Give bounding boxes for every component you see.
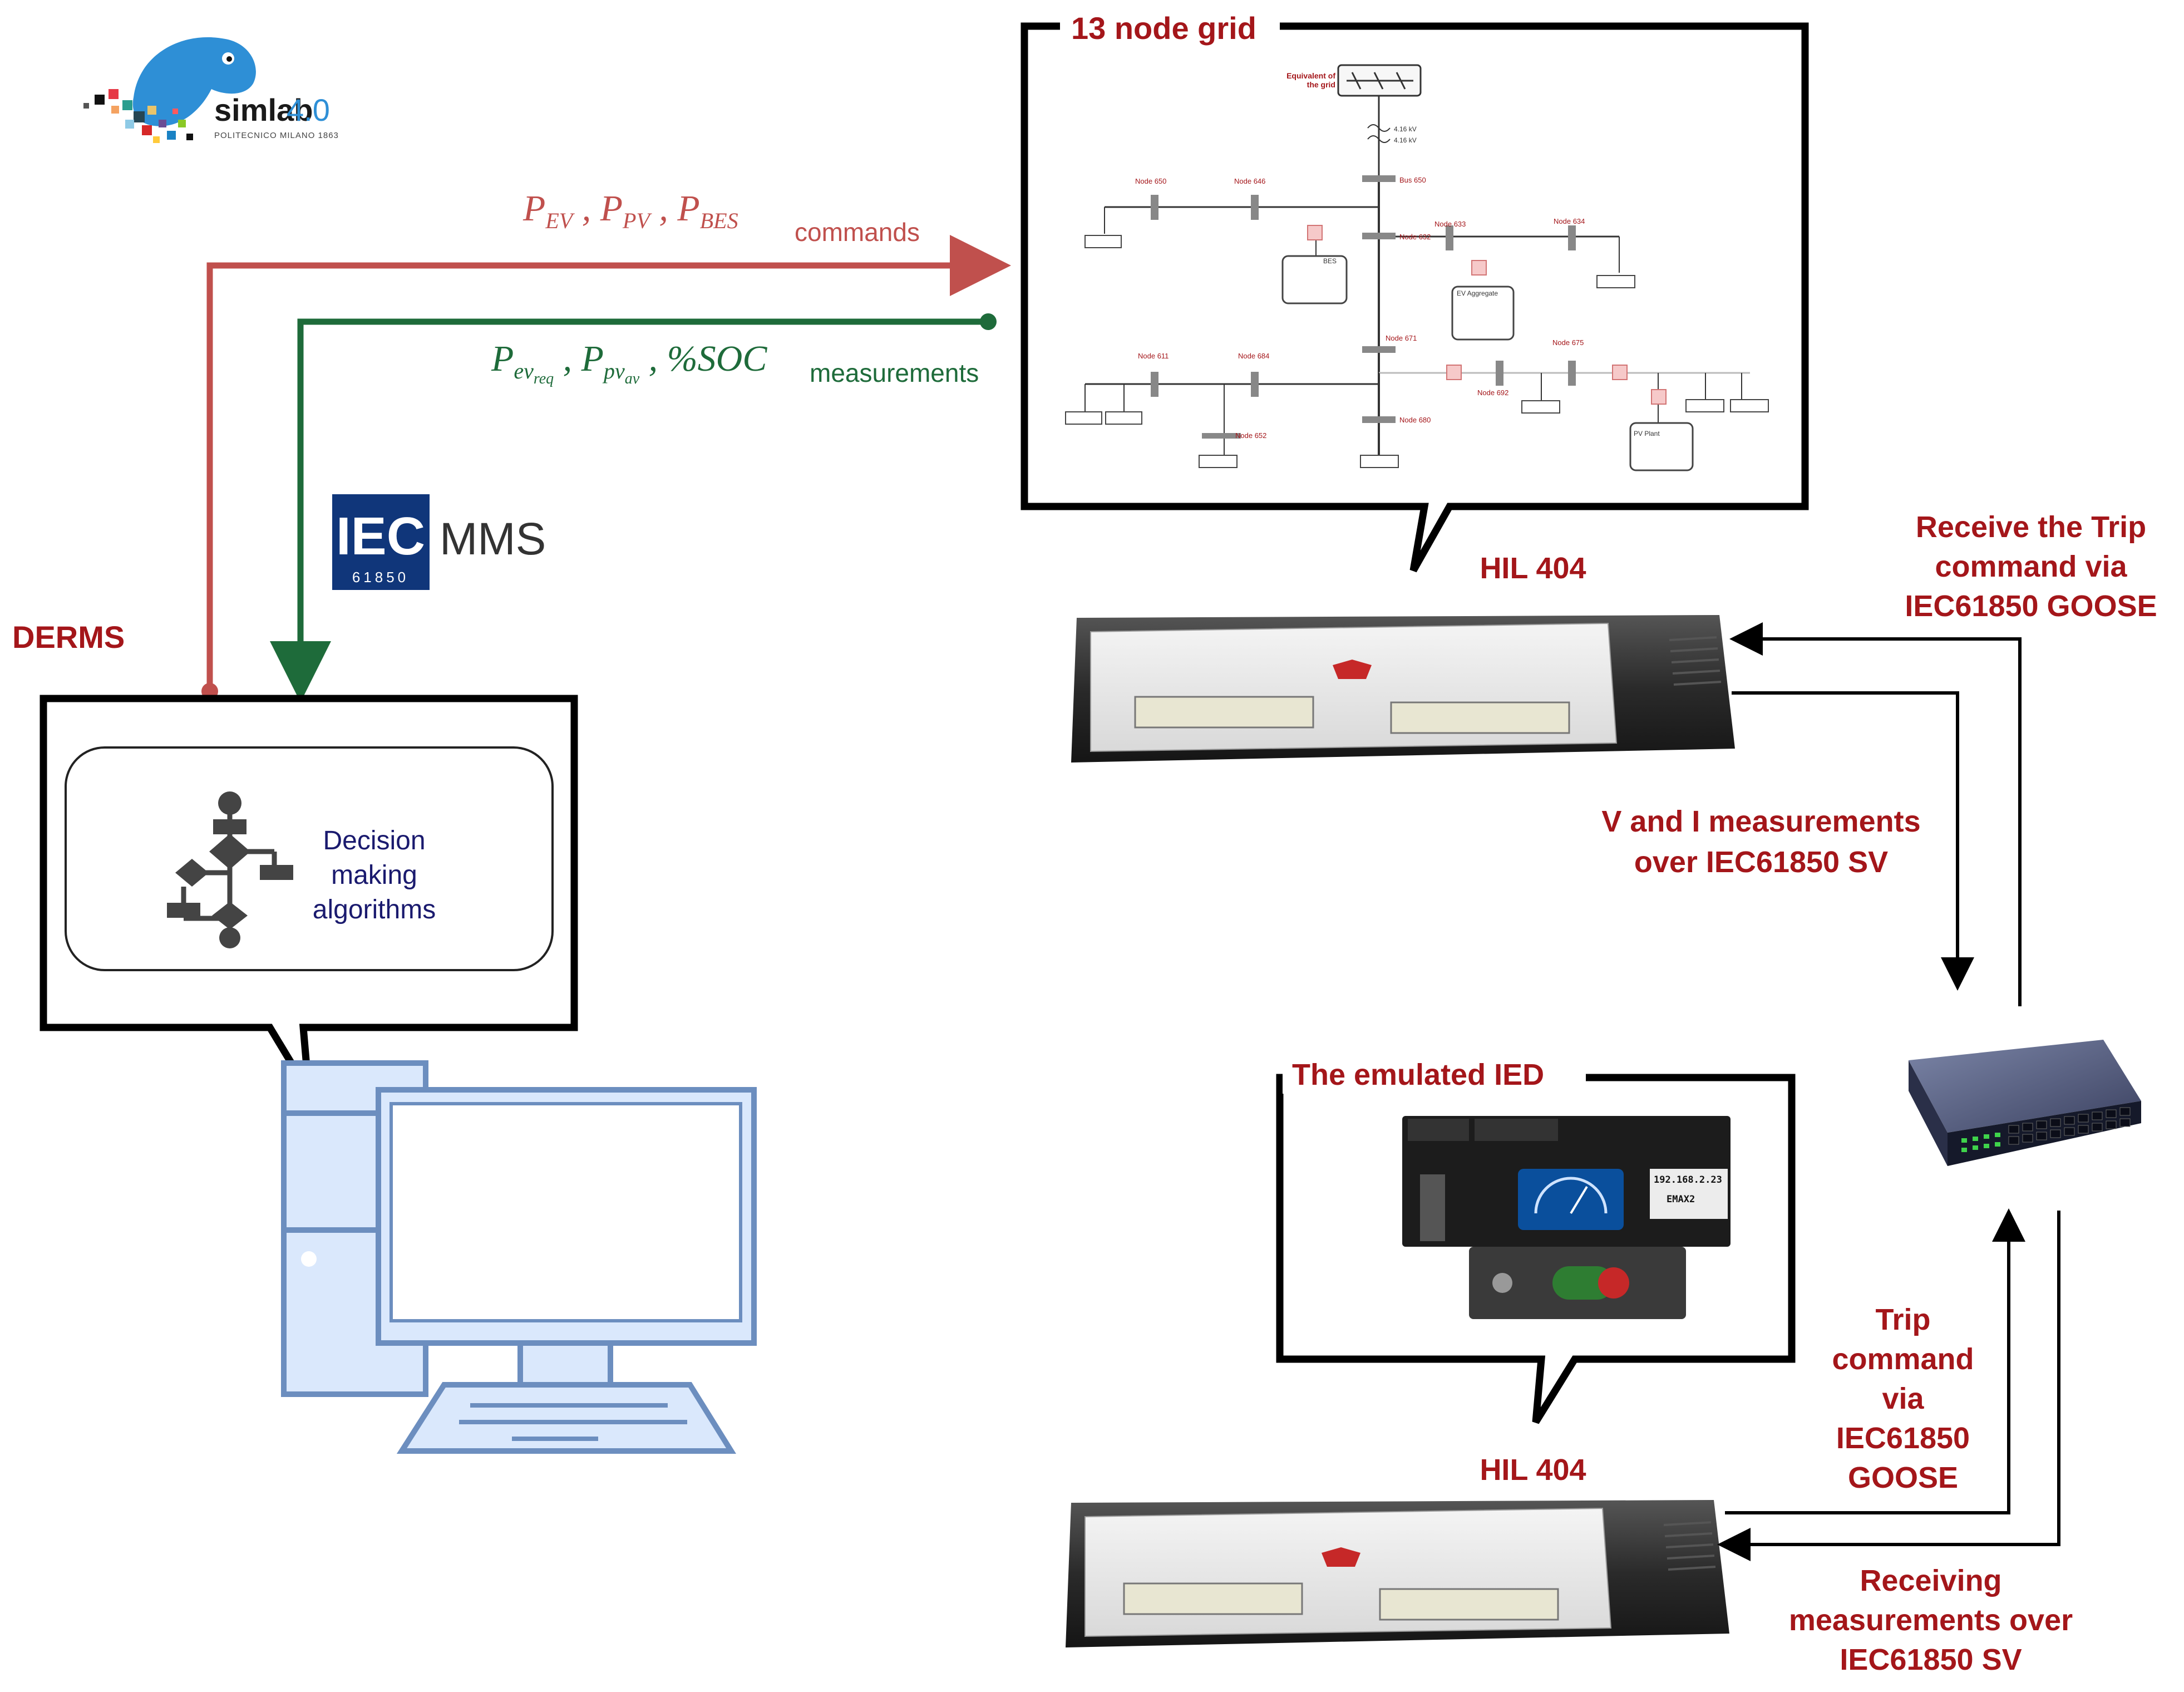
grid-node-675: Node 675: [1552, 338, 1584, 347]
commands-label: commands: [795, 218, 920, 247]
goose-to-hil-top-arrow: [1729, 622, 2022, 1006]
ied-title: The emulated IED: [1292, 1058, 1545, 1091]
trip-line-5: GOOSE: [1847, 1461, 1959, 1494]
trip-to-switch-arrow: [1725, 1208, 2025, 1514]
logo-tagline: POLITECNICO MILANO 1863: [214, 131, 339, 140]
hil-bottom-label: HIL 404: [1480, 1453, 1586, 1487]
mms-label: MMS: [440, 514, 546, 564]
grid-node-bars: [1151, 175, 1576, 439]
chameleon-icon: [132, 37, 256, 126]
decision-line-1: Decision: [323, 826, 426, 855]
ied-screen-ip: 192.168.2.23: [1654, 1174, 1722, 1186]
grid-node-611: Node 611: [1138, 352, 1169, 360]
receiving-line-1: Receiving: [1860, 1564, 2002, 1597]
grid-equivalent-breakers: [1337, 64, 1422, 97]
sv-to-switch-arrow: [1732, 691, 1974, 991]
grid-title: 13 node grid: [1071, 11, 1256, 46]
grid-node-632: Node 632: [1399, 233, 1431, 241]
grid-node-633: Node 633: [1434, 220, 1466, 228]
receiving-line-2: measurements over: [1788, 1604, 2073, 1637]
trip-line-4: IEC61850: [1836, 1422, 1970, 1455]
grid-asset-pv: PV Plant: [1634, 430, 1660, 437]
grid-bus-650: Bus 650: [1399, 176, 1426, 184]
iec-badge: IEC 61850: [332, 494, 430, 590]
grid-asset-bes: BES: [1323, 257, 1337, 265]
commands-arrow: [201, 235, 1011, 700]
typhoon-logo-icon: [1333, 660, 1372, 679]
trip-line-3: via: [1882, 1382, 1924, 1415]
grid-node-671: Node 671: [1386, 334, 1417, 342]
grid-node-634: Node 634: [1554, 217, 1585, 225]
ied-device-image: [1402, 1116, 1731, 1319]
receive-trip-line-2: command via: [1935, 550, 2127, 583]
grid-node-684: Node 684: [1238, 352, 1270, 360]
receiving-measurements-note: Receiving measurements over IEC61850 SV: [1753, 1561, 2109, 1680]
decision-algorithms-text: Decision making algorithms: [289, 824, 459, 927]
receive-trip-line-1: Receive the Trip: [1915, 510, 2147, 544]
logo-name: simlab: [214, 92, 313, 127]
grid-load-boxes: [1065, 235, 1769, 468]
measurements-math: Pevreq , Ppvav , %SOC: [491, 338, 767, 388]
grid-node-692: Node 692: [1477, 388, 1509, 397]
flowchart-icon: [167, 791, 293, 948]
vi-line-1: V and I measurements: [1601, 805, 1921, 838]
iec-badge-text: IEC: [336, 506, 425, 566]
ied-screen-model: EMAX2: [1667, 1194, 1695, 1205]
decision-line-3: algorithms: [312, 895, 436, 924]
commands-math: PEV , PPV , PBES: [523, 188, 738, 234]
computer-icon: [281, 1060, 757, 1454]
iec-badge-subtext: 61850: [352, 569, 409, 586]
grid-node-646: Node 646: [1234, 177, 1266, 185]
network-switch-icon: [1909, 1040, 2141, 1166]
derms-label: DERMS: [12, 619, 125, 655]
grid-node-680: Node 680: [1399, 416, 1431, 424]
trip-line-2: command: [1832, 1342, 1974, 1376]
comm-arrows: [1717, 622, 2060, 1561]
grid-voltage-2: 4.16 kV: [1394, 136, 1417, 144]
sv-to-hil-bottom-arrow: [1717, 1211, 2060, 1561]
receiving-line-3: IEC61850 SV: [1840, 1643, 2022, 1676]
grid-node-652: Node 652: [1235, 431, 1267, 440]
receive-trip-note: Receive the Trip command via IEC61850 GO…: [1881, 508, 2181, 626]
vi-measurements-note: V and I measurements over IEC61850 SV: [1558, 801, 1964, 883]
grid-breakers: [1307, 225, 1667, 405]
typhoon-logo-icon-bottom: [1322, 1547, 1360, 1567]
measurements-label: measurements: [810, 358, 979, 387]
measurements-arrow: [270, 313, 997, 702]
grid-asset-boxes: [1281, 255, 1694, 471]
receive-trip-line-3: IEC61850 GOOSE: [1905, 589, 2157, 623]
logo-version: 4.0: [287, 92, 330, 127]
hil-top-label: HIL 404: [1480, 552, 1586, 585]
decision-line-2: making: [331, 860, 417, 890]
grid-asset-ev: EV Aggregate: [1457, 289, 1498, 297]
hil-device-bottom: [1066, 1500, 1729, 1647]
hil-device-top: [1071, 615, 1735, 763]
vi-line-2: over IEC61850 SV: [1634, 845, 1889, 879]
grid-node-650: Node 650: [1135, 177, 1167, 185]
trip-command-note: Trip command via IEC61850 GOOSE: [1797, 1300, 2009, 1498]
grid-voltage-1: 4.16 kV: [1394, 125, 1417, 133]
grid-equivalent-label: Equivalent of the grid: [1286, 71, 1335, 89]
trip-line-1: Trip: [1875, 1303, 1931, 1336]
pixel-mosaic: [83, 89, 193, 143]
simlab-logo: [83, 37, 256, 143]
